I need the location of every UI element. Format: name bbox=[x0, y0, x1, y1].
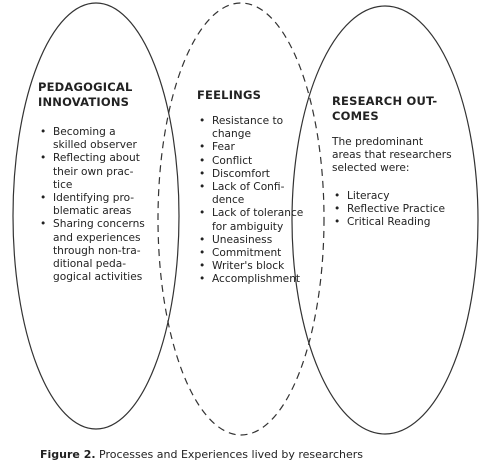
list-item: Discomfort bbox=[197, 168, 317, 181]
right-intro: The predominant areas that researchers s… bbox=[332, 136, 452, 175]
list-item: Conflict bbox=[197, 155, 317, 168]
left-list: Becoming a skilled observer Reflecting a… bbox=[38, 126, 168, 284]
list-item: Accomplishment bbox=[197, 273, 317, 286]
list-item: Literacy bbox=[332, 190, 472, 203]
left-ellipse bbox=[12, 2, 180, 430]
left-heading: PEDAGOGICAL INNOVATIONS bbox=[38, 80, 133, 109]
list-item: Writer's block bbox=[197, 260, 317, 273]
list-item: Identifying pro- blematic areas bbox=[38, 192, 168, 218]
list-item: Resistance to change bbox=[197, 115, 317, 141]
list-item: Fear bbox=[197, 141, 317, 154]
feelings-section: FEELINGS Resistance to change Fear Confl… bbox=[197, 88, 317, 287]
list-item: Commitment bbox=[197, 247, 317, 260]
figure-label: Figure 2. bbox=[40, 448, 96, 461]
list-item: Reflecting about their own prac- tice bbox=[38, 152, 168, 192]
list-item: Lack of tolerance for ambiguity bbox=[197, 207, 317, 233]
list-item: Lack of Confi- dence bbox=[197, 181, 317, 207]
pedagogical-innovations-section: PEDAGOGICAL INNOVATIONS Becoming a skill… bbox=[38, 80, 168, 284]
middle-heading: FEELINGS bbox=[197, 88, 262, 102]
middle-list: Resistance to change Fear Conflict Disco… bbox=[197, 115, 317, 287]
right-list: Literacy Reflective Practice Critical Re… bbox=[332, 190, 472, 230]
figure-caption-text: Processes and Experiences lived by resea… bbox=[95, 448, 363, 461]
research-outcomes-section: RESEARCH OUT- COMES The predominant area… bbox=[332, 94, 472, 229]
list-item: Reflective Practice bbox=[332, 203, 472, 216]
list-item: Uneasiness bbox=[197, 234, 317, 247]
figure-caption: Figure 2. Processes and Experiences live… bbox=[40, 448, 363, 461]
list-item: Becoming a skilled observer bbox=[38, 126, 168, 152]
list-item: Sharing concerns and experiences through… bbox=[38, 218, 168, 284]
right-heading: RESEARCH OUT- COMES bbox=[332, 94, 438, 123]
list-item: Critical Reading bbox=[332, 216, 472, 229]
